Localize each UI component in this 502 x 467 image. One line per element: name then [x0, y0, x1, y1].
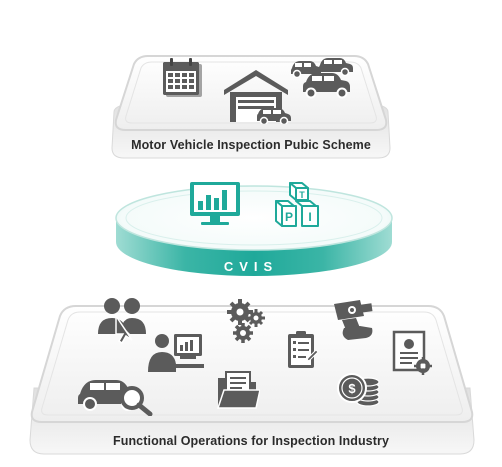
- block-letter-i: I: [308, 210, 311, 224]
- cvis-disc: [112, 178, 396, 288]
- users-pointer-icon: [96, 296, 152, 344]
- top-panel-label: Motor Vehicle Inspection Pubic Scheme: [131, 138, 371, 152]
- camera-icon: [330, 298, 378, 342]
- block-letter-p: P: [285, 210, 293, 224]
- bottom-panel-label: Functional Operations for Inspection Ind…: [112, 434, 390, 448]
- coins-icon: $: [336, 362, 382, 408]
- svg-text:$: $: [348, 381, 356, 396]
- clipboard-icon: [286, 330, 318, 370]
- garage-icon: [222, 66, 294, 124]
- folder-icon: [216, 366, 260, 410]
- car-search-icon: [76, 372, 156, 416]
- cars-icon: [290, 56, 356, 100]
- certificate-icon: [392, 330, 432, 376]
- block-letter-t: T: [299, 190, 305, 200]
- monitor-chart-icon: [189, 181, 241, 227]
- calendar-icon: [160, 55, 204, 99]
- gears-icon: [226, 298, 268, 344]
- cvis-disc-shape: [115, 185, 393, 276]
- person-computer-icon: [146, 332, 204, 374]
- cvis-label: CVIS: [223, 259, 279, 274]
- tpi-blocks-icon: T P I: [272, 181, 324, 231]
